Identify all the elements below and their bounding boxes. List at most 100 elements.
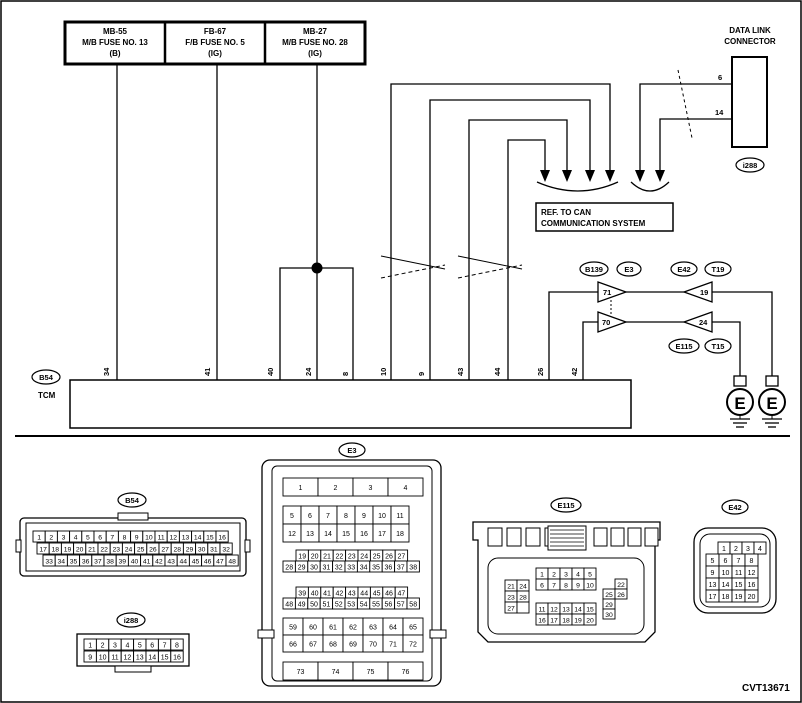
svg-text:33: 33 (45, 559, 53, 566)
svg-text:2: 2 (101, 643, 105, 650)
svg-text:24: 24 (360, 554, 368, 561)
svg-text:17: 17 (550, 618, 558, 625)
svg-text:15: 15 (735, 582, 743, 589)
e115-pin-13: 13 (559, 602, 573, 615)
e115-pin-21: 21 (504, 579, 518, 592)
svg-text:E115: E115 (557, 501, 574, 510)
svg-text:8: 8 (123, 535, 127, 542)
svg-text:E: E (766, 394, 777, 413)
b54-pin-5: 5 (81, 530, 95, 543)
svg-text:16: 16 (538, 618, 546, 625)
svg-text:10: 10 (722, 570, 730, 577)
svg-text:5: 5 (711, 558, 715, 565)
svg-text:30: 30 (310, 565, 318, 572)
e42-pin-8: 8 (744, 553, 759, 567)
e42-pin-12: 12 (744, 565, 759, 579)
e42-pin-7: 7 (731, 553, 746, 567)
e115-pin-17: 17 (547, 613, 561, 626)
e3-pin-21: 21 (320, 549, 334, 562)
e3-pin-44: 44 (357, 586, 371, 599)
e3-pin-47: 47 (394, 586, 409, 599)
e3-pin-51: 51 (319, 597, 334, 610)
svg-text:27: 27 (398, 554, 406, 561)
e3-pin-36: 36 (381, 560, 396, 573)
svg-text:7: 7 (326, 513, 330, 520)
e3-pin-13: 13 (300, 523, 320, 543)
svg-text:10: 10 (586, 583, 594, 590)
svg-text:12: 12 (170, 535, 178, 542)
svg-text:31: 31 (323, 565, 331, 572)
junction-connectors: B139 E3 E42 T19 71 70 19 24 E115 T15 (579, 261, 732, 354)
svg-text:73: 73 (297, 669, 305, 676)
svg-text:12: 12 (124, 655, 132, 662)
b54-pin-15: 15 (203, 530, 217, 543)
e115-pin-10: 10 (583, 578, 597, 591)
e115-pin-4: 4 (571, 567, 585, 580)
e42-pin-14: 14 (718, 577, 733, 591)
b54-pin-45: 45 (188, 554, 203, 567)
svg-text:9: 9 (711, 570, 715, 577)
e42-pin-15: 15 (731, 577, 746, 591)
i288-pin-15: 15 (157, 650, 172, 663)
b54-pin-17: 17 (36, 542, 50, 555)
e42-pin-20: 20 (744, 589, 759, 603)
e3-pin-70: 70 (362, 634, 384, 653)
e3-pin-46: 46 (382, 586, 396, 599)
svg-text:5: 5 (588, 572, 592, 579)
svg-text:7: 7 (552, 583, 556, 590)
svg-text:15: 15 (206, 535, 214, 542)
b54-pin-26: 26 (146, 542, 160, 555)
svg-text:32: 32 (222, 547, 230, 554)
b54-pin-18: 18 (48, 542, 62, 555)
b54-pin-43: 43 (164, 554, 178, 567)
svg-text:15: 15 (586, 607, 594, 614)
svg-text:T15: T15 (712, 342, 725, 351)
svg-text:68: 68 (329, 642, 337, 649)
svg-text:70: 70 (602, 318, 610, 327)
svg-text:18: 18 (396, 531, 404, 538)
e115-pin-1: 1 (535, 567, 549, 580)
tcm-pin-26: 26 (536, 368, 545, 376)
svg-text:(IG): (IG) (308, 49, 322, 58)
svg-text:24: 24 (519, 584, 527, 591)
svg-text:33: 33 (347, 565, 355, 572)
wire-pin10 (390, 83, 611, 380)
tcm-pin-40: 40 (266, 368, 275, 376)
svg-text:11: 11 (538, 607, 545, 614)
svg-text:13: 13 (562, 607, 570, 614)
b54-pin-28: 28 (170, 542, 184, 555)
e3-pin-19: 19 (295, 549, 309, 562)
svg-text:1: 1 (299, 485, 303, 492)
svg-text:19: 19 (298, 554, 306, 561)
wire-19-ground (712, 291, 773, 376)
b54-tag (31, 369, 61, 385)
e3-pin-14: 14 (318, 523, 338, 543)
e3-pin-52: 52 (332, 597, 346, 610)
svg-text:DATA LINK: DATA LINK (729, 26, 771, 35)
svg-text:38: 38 (106, 559, 114, 566)
svg-text:28: 28 (519, 595, 527, 602)
svg-text:6: 6 (718, 73, 722, 82)
svg-text:14: 14 (715, 108, 724, 117)
e3-pin-4: 4 (387, 477, 424, 497)
svg-text:71: 71 (389, 642, 397, 649)
e3-pin-48: 48 (282, 597, 296, 610)
e3-pin-10: 10 (372, 505, 392, 525)
e3-pin-74: 74 (317, 661, 354, 681)
e3-pin-8: 8 (336, 505, 356, 525)
svg-text:27: 27 (161, 547, 169, 554)
e3-pin-55: 55 (369, 597, 383, 610)
b54-pin-32: 32 (219, 542, 233, 555)
b54-pin-36: 36 (79, 554, 93, 567)
svg-text:2: 2 (334, 485, 338, 492)
e3-pin-9: 9 (354, 505, 374, 525)
e42-pin-2: 2 (729, 541, 743, 555)
e115-pin-18: 18 (559, 613, 573, 626)
svg-text:E3: E3 (624, 265, 633, 274)
svg-text:41: 41 (143, 559, 151, 566)
svg-text:E: E (734, 394, 745, 413)
svg-text:22: 22 (100, 547, 108, 554)
e3-pin-67: 67 (302, 634, 324, 653)
svg-text:71: 71 (603, 288, 611, 297)
